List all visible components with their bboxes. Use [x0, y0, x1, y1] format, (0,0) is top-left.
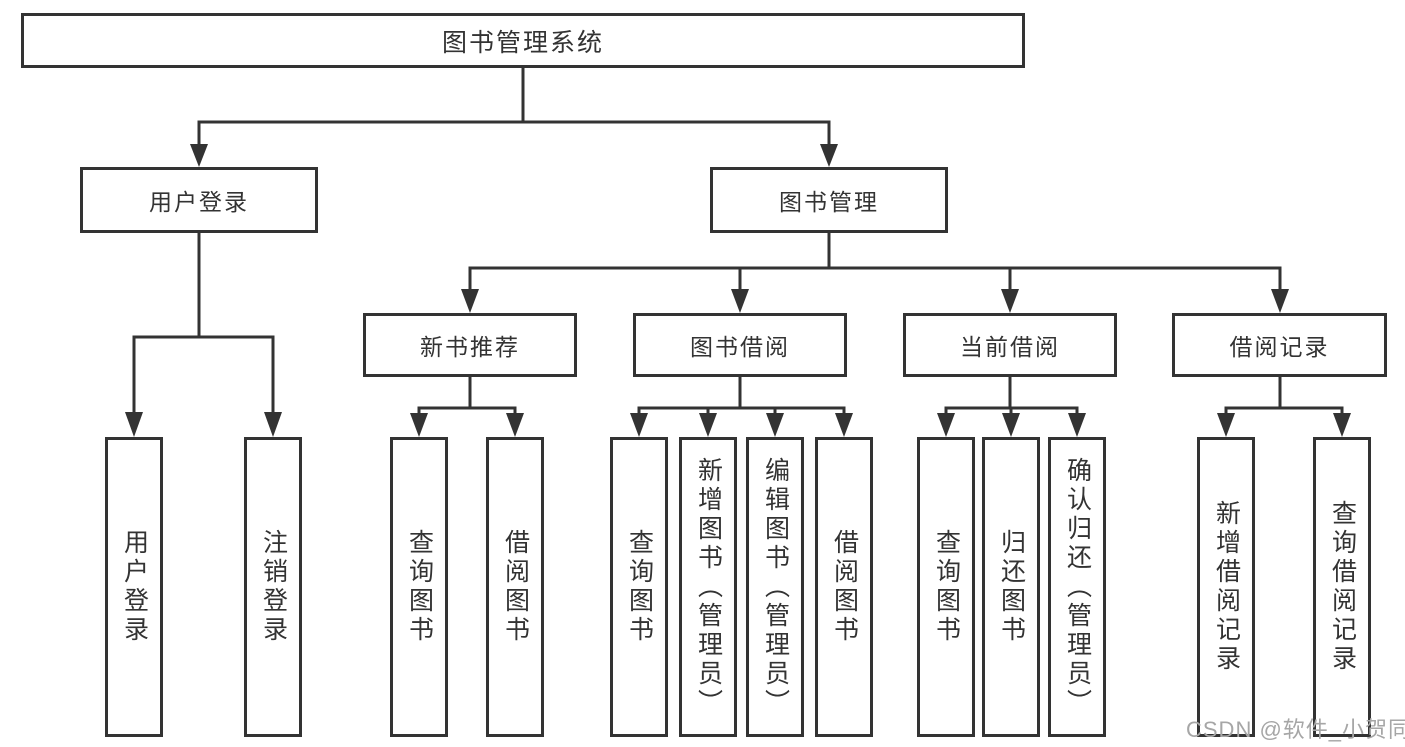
- leaf-logout: 注销登录: [244, 437, 302, 737]
- leaf-confirm-return-admin: 确认归还（管理员）: [1048, 437, 1106, 737]
- node-borrow-records: 借阅记录: [1172, 313, 1387, 377]
- leaf-query-books-borrow: 查询图书: [610, 437, 668, 737]
- leaf-borrow-books-borrow: 借阅图书: [815, 437, 873, 737]
- node-book-management: 图书管理: [710, 167, 948, 233]
- leaf-user-login: 用户登录: [105, 437, 163, 737]
- csdn-watermark: CSDN @软件_小贺同学: [1186, 717, 1405, 742]
- leaf-add-borrow-record: 新增借阅记录: [1197, 437, 1255, 737]
- leaf-borrow-books-recommend: 借阅图书: [486, 437, 544, 737]
- leaf-query-books-current: 查询图书: [917, 437, 975, 737]
- node-user-login: 用户登录: [80, 167, 318, 233]
- node-root: 图书管理系统: [21, 13, 1025, 68]
- arrowheads: [125, 144, 1351, 437]
- leaf-edit-book-admin: 编辑图书（管理员）: [746, 437, 804, 737]
- node-book-borrow: 图书借阅: [633, 313, 847, 377]
- node-new-book-recommend: 新书推荐: [363, 313, 577, 377]
- node-current-borrow: 当前借阅: [903, 313, 1117, 377]
- leaf-add-book-admin: 新增图书（管理员）: [679, 437, 737, 737]
- leaf-query-borrow-record: 查询借阅记录: [1313, 437, 1371, 737]
- leaf-query-books-recommend: 查询图书: [390, 437, 448, 737]
- leaf-return-book: 归还图书: [982, 437, 1040, 737]
